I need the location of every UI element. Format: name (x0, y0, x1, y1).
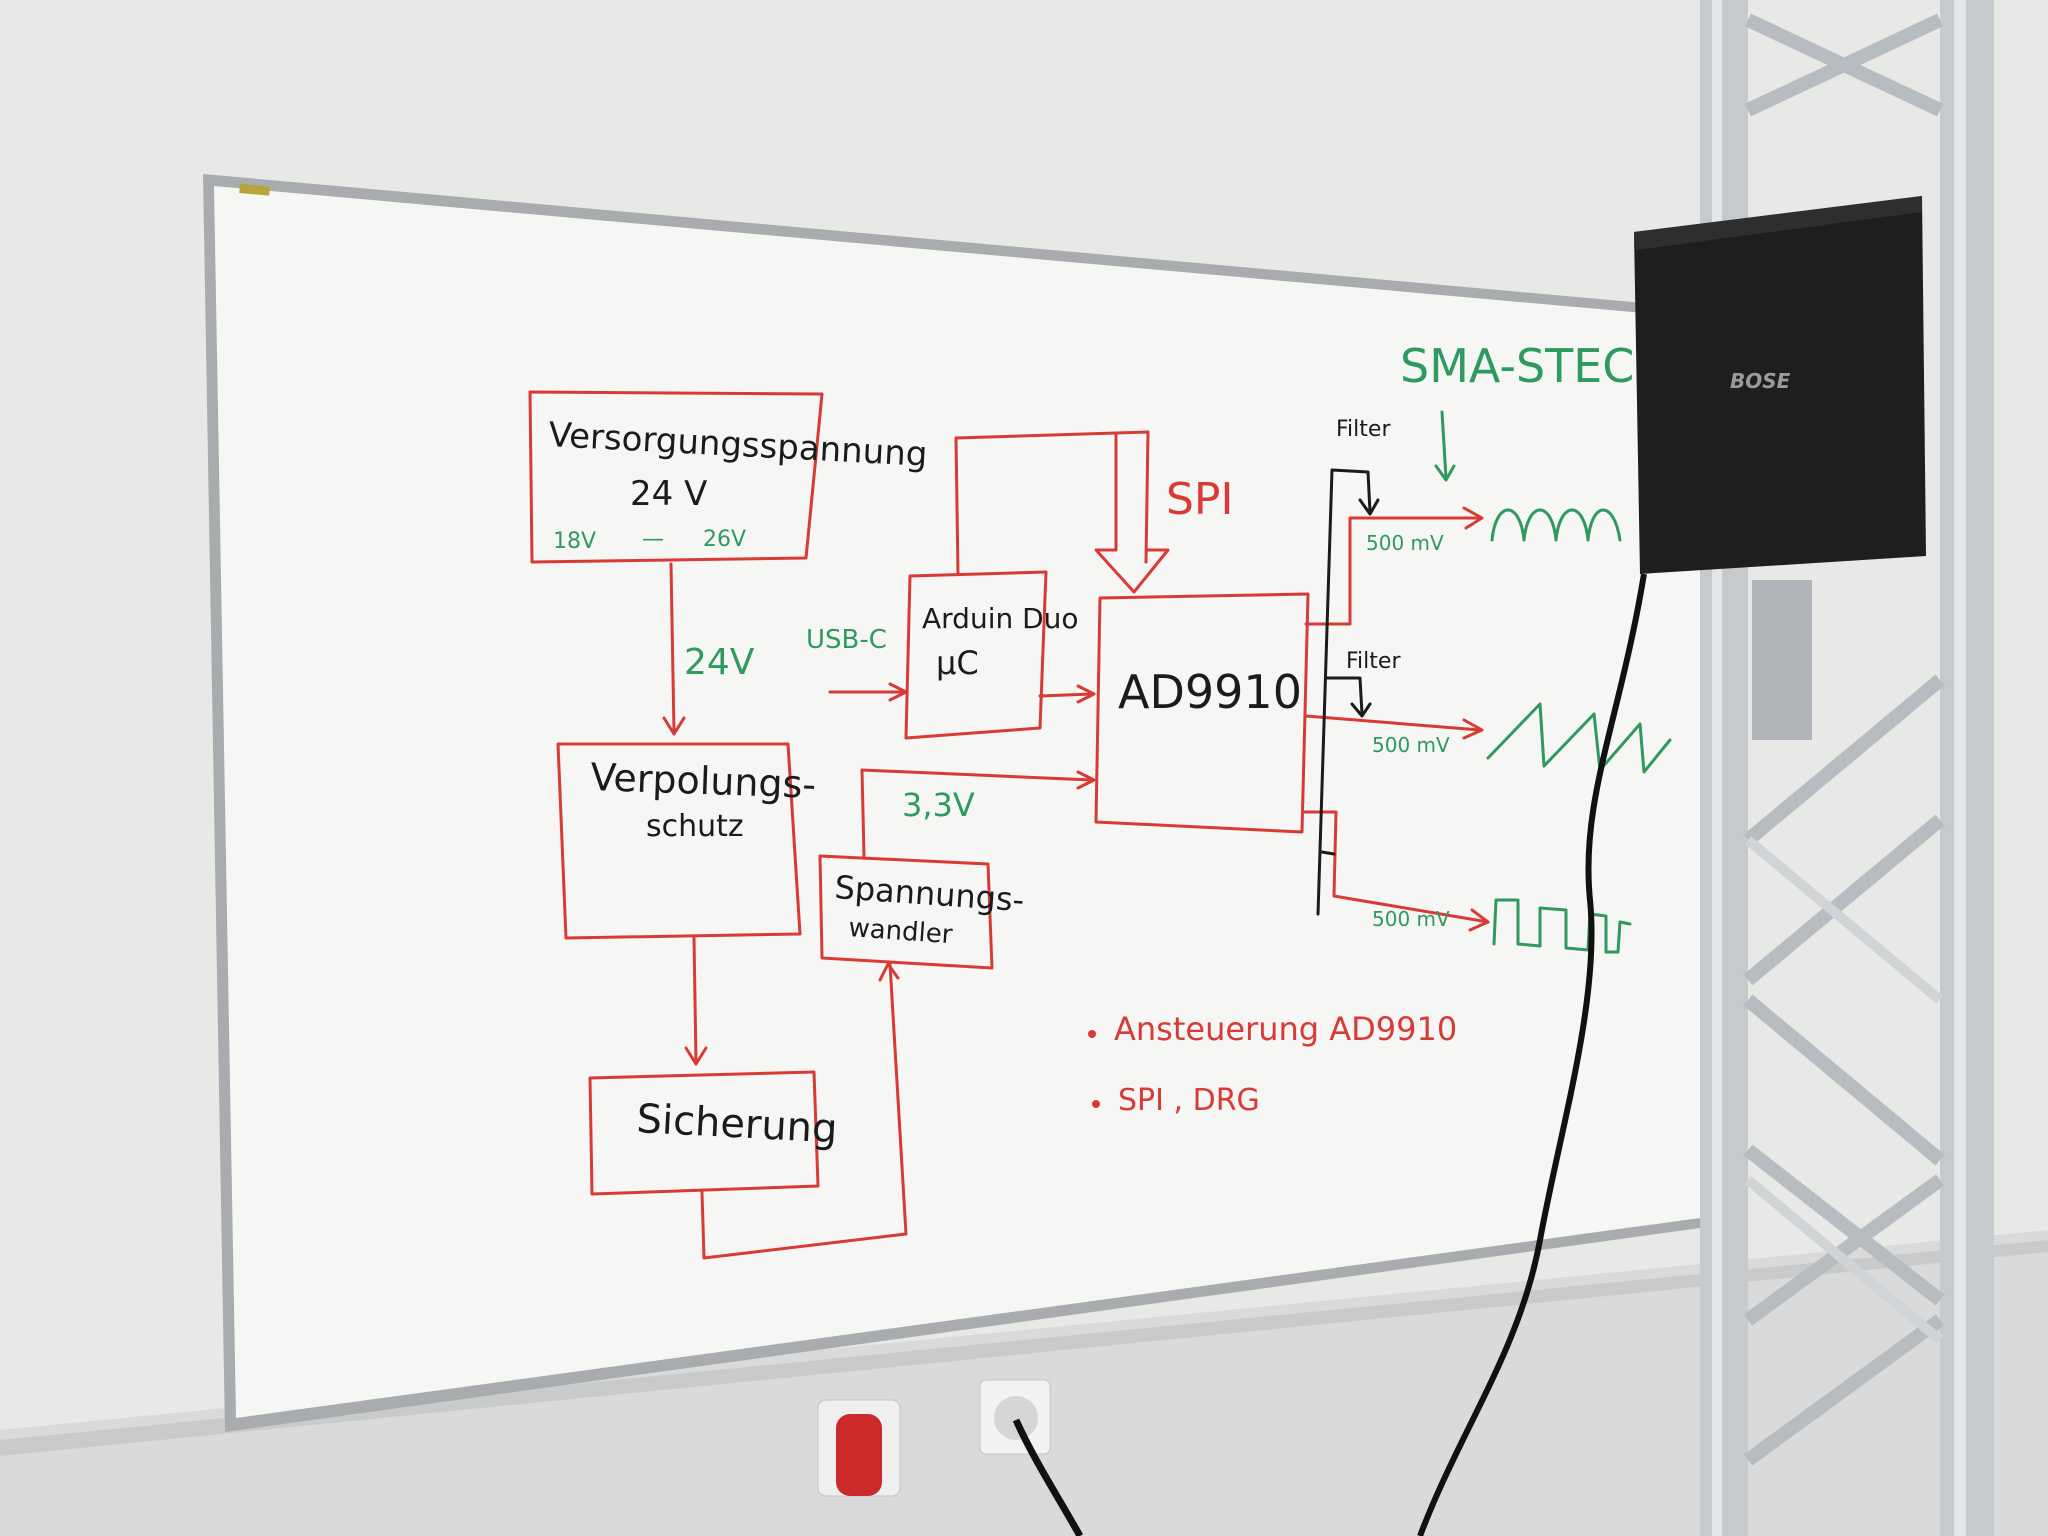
filter-wire-top (1316, 468, 1372, 916)
power-socket-icon (994, 1396, 1038, 1440)
arrowhead (1462, 506, 1484, 530)
sma-arrow (1440, 410, 1448, 480)
fuse-box (588, 1070, 820, 1196)
amplitude-2: 500 mV (1372, 733, 1450, 757)
power-socket (979, 1379, 1084, 1536)
sine-wave-icon (1490, 508, 1622, 542)
filter-label-top: Filter (1336, 417, 1391, 442)
cee-socket-icon (836, 1414, 882, 1496)
converter-box (818, 854, 994, 970)
spi-block-arrow (1094, 432, 1170, 594)
label-usb: USB-C (806, 625, 887, 655)
note-bullet-1 (1088, 1030, 1096, 1038)
arrowhead (1434, 464, 1456, 482)
speaker-logo: BOSE (1730, 369, 1791, 393)
arrow-arduino-dds (1038, 692, 1094, 698)
arrowhead (1350, 702, 1372, 718)
spi-wire (954, 430, 1150, 576)
cee-socket (817, 1399, 901, 1497)
polarity-label-2: schutz (646, 809, 744, 844)
arduino-label-2: μC (936, 644, 979, 682)
arrowhead (1076, 770, 1096, 790)
fuse-label: Sicherung (635, 1096, 838, 1152)
polarity-box (556, 742, 802, 940)
supply-max: 26V (703, 527, 746, 552)
truss-pole-highlight (1712, 0, 1722, 1536)
speaker: BOSE (1634, 196, 1926, 574)
arrowhead (1358, 498, 1380, 516)
speaker-top (1634, 196, 1922, 250)
supply-box (528, 390, 824, 564)
note-1: Ansteuerung AD9910 (1114, 1010, 1457, 1048)
amplitude-1: 500 mV (1366, 531, 1444, 555)
polarity-label: Verpolungs- (590, 755, 817, 807)
arduino-label: Arduin Duo (922, 602, 1079, 635)
supply-dash: — (642, 527, 664, 552)
arrowhead (684, 1046, 708, 1066)
speaker-mount (1752, 580, 1812, 740)
speaker-cable (1417, 573, 1647, 1536)
spi-label: SPI (1166, 474, 1233, 525)
dds-box (1094, 592, 1310, 834)
truss-braces (1743, 13, 1945, 1466)
arrowhead (1462, 718, 1484, 740)
power-cable (1012, 1418, 1084, 1536)
note-2: SPI , DRG (1118, 1083, 1260, 1118)
truss-braces-light (1744, 836, 1944, 1344)
sawtooth-wave-icon (1486, 702, 1672, 774)
speaker-body (1634, 196, 1926, 574)
filter-tap-bottom (1320, 850, 1336, 856)
supply-voltage: 24 V (630, 474, 707, 514)
whiteboard-surface (214, 186, 1700, 1418)
amplitude-3: 500 mV (1372, 907, 1450, 931)
filter-wire-mid (1324, 676, 1364, 716)
label-3v3: 3,3V (902, 786, 975, 824)
note-bullet-2 (1092, 1100, 1100, 1108)
square-wave-icon (1492, 898, 1632, 954)
arrowhead (662, 716, 686, 736)
truss-pole-right (1940, 0, 1994, 1536)
label-24v: 24V (684, 642, 755, 683)
arrowhead (878, 962, 900, 982)
arduino-box (904, 570, 1048, 740)
arrow-polarity-fuse (692, 936, 698, 1064)
wall-panel-edge (0, 1240, 2048, 1456)
output-wire-2 (1304, 714, 1482, 732)
converter-label-2: wandler (848, 913, 954, 950)
filter-label-mid: Filter (1346, 649, 1401, 674)
truss-pole-highlight (1954, 0, 1966, 1536)
dds-label: AD9910 (1118, 665, 1302, 719)
wire-converter-dds (860, 768, 1094, 858)
board-brand-label (239, 184, 270, 196)
wire-fuse-converter (700, 962, 908, 1260)
arrow-supply-polarity (669, 562, 676, 734)
arrowhead (1468, 908, 1490, 932)
supply-min: 18V (553, 529, 596, 554)
arrowhead (1076, 684, 1096, 704)
